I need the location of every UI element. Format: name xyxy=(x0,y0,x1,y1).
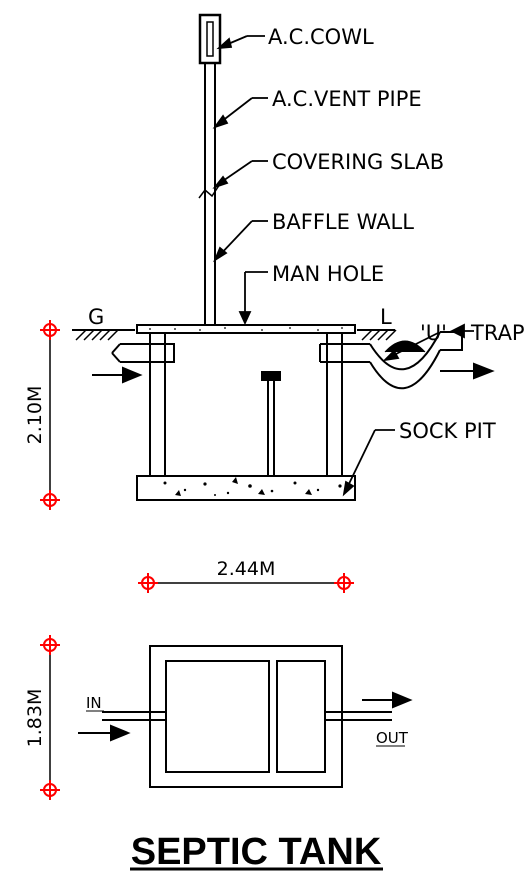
slab-texture xyxy=(149,327,343,331)
covering-slab xyxy=(136,324,356,334)
outflow-arrow-icon xyxy=(473,362,495,380)
right-wall xyxy=(326,332,343,477)
length-dimension xyxy=(137,572,355,594)
vent-pipe-label: A.C.VENT PIPE xyxy=(272,87,422,111)
plan-in-arrow-icon xyxy=(110,724,131,742)
depth-dimension-label: 2.10M xyxy=(24,386,46,445)
drawing-title: SEPTIC TANK xyxy=(131,831,382,873)
base-texture xyxy=(163,477,342,496)
u-trap-label: 'U' xyxy=(420,321,447,345)
plan-view xyxy=(102,645,392,788)
depth-dimension xyxy=(39,319,61,511)
ground-left-label: G xyxy=(88,305,104,329)
left-wall xyxy=(149,332,166,477)
base-slab xyxy=(136,475,356,501)
length-dimension-label: 2.44M xyxy=(217,558,276,580)
sock-pit-label: SOCK PIT xyxy=(399,419,496,443)
out-label: OUT xyxy=(376,729,409,747)
cowl-label: A.C.COWL xyxy=(268,25,374,49)
baffle-wall xyxy=(267,377,275,477)
trap-label: TRAP xyxy=(470,321,525,345)
section-view xyxy=(72,13,463,501)
man-hole-label: MAN HOLE xyxy=(272,262,384,286)
in-label: IN xyxy=(86,694,102,712)
plan-chamber-2 xyxy=(276,660,326,773)
covering-slab-label: COVERING SLAB xyxy=(272,150,444,174)
flow-arrows-section xyxy=(92,362,495,384)
inflow-arrow-icon xyxy=(122,366,143,384)
plan-out-arrow-icon xyxy=(392,691,413,709)
width-dimension-label: 1.83M xyxy=(24,689,46,748)
flow-arrows-plan xyxy=(78,691,413,742)
plan-outer-wall xyxy=(149,645,343,788)
ground-right-label: L xyxy=(380,305,392,329)
width-dimension xyxy=(39,634,61,801)
plan-chamber-1 xyxy=(165,660,270,773)
cowl-shape xyxy=(198,13,222,65)
baffle-wall-label: BAFFLE WALL xyxy=(272,210,414,234)
u-trap-shape xyxy=(369,331,441,371)
leaders xyxy=(212,35,474,497)
